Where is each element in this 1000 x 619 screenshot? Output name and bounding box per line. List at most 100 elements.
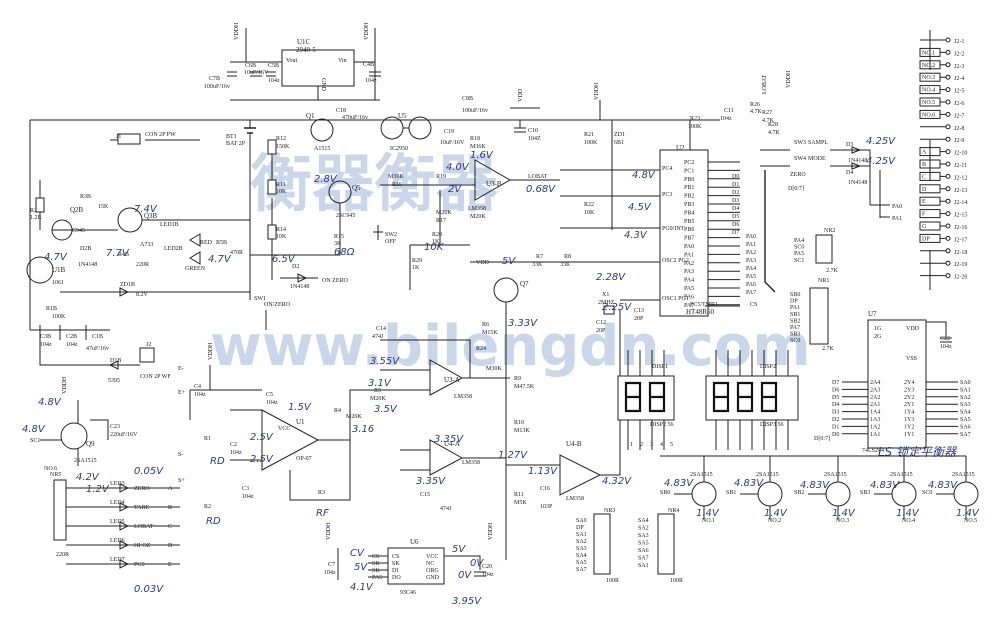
nr3-pin-label: DP: [576, 525, 584, 531]
svg-text:33K: 33K: [560, 262, 571, 268]
pa-bus-label: PA5: [746, 274, 756, 280]
u1c-regulator: U1C 2940-5 Vout Vin GND: [281, 38, 355, 92]
d-bus-label: D5: [732, 214, 739, 220]
svg-text:C13: C13: [634, 308, 644, 314]
voltage-annotation: 3.35V: [434, 434, 464, 445]
u6-pin-right: GND: [426, 575, 440, 581]
svg-text:U1C: U1C: [297, 38, 311, 46]
j2-pin-label: J2-12: [954, 175, 967, 181]
svg-text:1N4148: 1N4148: [78, 262, 97, 268]
svg-text:R1: R1: [204, 436, 211, 442]
u2-pin-label: PA7: [684, 303, 694, 309]
display-pin-number: 1: [630, 442, 633, 448]
svg-text:C3: C3: [242, 486, 249, 492]
j2-net-label: C: [922, 174, 926, 180]
svg-text:C7B: C7B: [209, 76, 220, 82]
voltage-annotation: 0.68V: [526, 184, 556, 195]
voltage-annotation: 1.13V: [528, 466, 558, 477]
svg-text:104z: 104z: [66, 342, 78, 348]
u7-out-pin: 2Y2: [904, 395, 914, 401]
voltage-annotation: 0V: [470, 558, 484, 569]
driver-net: SB3: [860, 490, 870, 496]
svg-text:CS: CS: [750, 302, 757, 308]
pa-output-label: PA0: [892, 204, 902, 210]
u7-sa-label: SA4: [960, 410, 971, 416]
j2-net-label: B: [922, 162, 926, 168]
u2-pin-label: PB7: [684, 236, 694, 242]
svg-text:U6: U6: [410, 538, 419, 546]
svg-text:ON ZERO: ON ZERO: [322, 278, 348, 284]
svg-text:NR3: NR3: [604, 508, 615, 514]
svg-text:C11: C11: [724, 108, 734, 114]
voltage-annotation: 2.5V: [250, 454, 274, 465]
nr1-pin-label: SC0: [790, 338, 800, 344]
d-bus-label: D2: [732, 190, 739, 196]
voltage-annotation: 4.25V: [866, 136, 896, 147]
voltage-annotation: 4.8V: [22, 424, 46, 435]
pa-bus-label: PA2: [746, 250, 756, 256]
watermark-url: www.bilengdn.com: [210, 314, 811, 379]
u7-in-pin: 2A1: [870, 402, 880, 408]
svg-text:IC2950: IC2950: [390, 146, 408, 152]
voltage-annotation: 6.5V: [272, 254, 296, 265]
svg-text:VDDH: VDDH: [364, 22, 370, 40]
u6-pin-right: ORG: [426, 568, 439, 574]
svg-text:OFF: OFF: [385, 239, 397, 245]
j2-net-label: D: [922, 187, 927, 193]
voltage-annotation: 0.03V: [134, 584, 164, 595]
u7-sa-label: SA3: [960, 402, 971, 408]
nr4-pin-label: SA5: [638, 541, 649, 547]
display-disp2: DISP2 DISP3 56: [705, 364, 799, 428]
voltage-annotation: 1.6V: [470, 150, 494, 161]
u6-net-label: CS: [372, 554, 379, 560]
svg-text:104z: 104z: [268, 78, 280, 84]
svg-text:OSC2 PG2: OSC2 PG2: [662, 258, 689, 264]
svg-text:R6: R6: [482, 322, 489, 328]
u7-in-pin: 2A4: [870, 380, 880, 386]
j2-net-label: NO.4: [922, 88, 935, 94]
svg-text:R5B: R5B: [216, 240, 227, 246]
u7-sa-label: SA6: [960, 424, 971, 430]
voltage-annotation: 7.4V: [134, 204, 158, 215]
u7-d-label: D4: [832, 402, 839, 408]
u6-net-label: PA5: [372, 575, 382, 581]
svg-text:C8B: C8B: [462, 96, 473, 102]
driver-no: NO.1: [702, 518, 715, 524]
nr3-pin-label: SA7: [576, 567, 587, 573]
svg-text:10K: 10K: [276, 189, 287, 195]
voltage-annotation: 3.55V: [370, 356, 400, 367]
voltage-annotation: 4.2V: [76, 472, 100, 483]
voltage-annotation: 4.0V: [446, 162, 470, 173]
u7-sa-label: SA0: [960, 380, 971, 386]
svg-text:VDD: VDD: [906, 326, 920, 332]
u7-out-pin: 1Y4: [904, 410, 914, 416]
svg-text:OSC1 PG1: OSC1 PG1: [662, 296, 689, 302]
voltage-annotation: 1.4V: [696, 508, 720, 519]
driver-part: 2SA1515: [756, 472, 779, 478]
u7-out-pin: 2Y4: [904, 380, 914, 386]
u1-opamp: U1 OP-07 VCC: [261, 409, 320, 471]
j2-pin-label: J2-8: [954, 126, 964, 132]
svg-text:104z: 104z: [266, 400, 278, 406]
nr2-pin-label: SC0: [794, 245, 804, 251]
svg-text:R20: R20: [432, 232, 442, 238]
led-name: LED4: [110, 500, 125, 506]
svg-text:5395: 5395: [108, 378, 120, 384]
u2-pin-label: PA3: [684, 269, 694, 275]
u2-pin-label: PA5: [684, 286, 694, 292]
svg-text:100K: 100K: [52, 314, 66, 320]
svg-text:33K: 33K: [532, 262, 543, 268]
u7-d-label: D1: [832, 424, 839, 430]
svg-text:R15: R15: [334, 234, 344, 240]
driver-part: 2SA1515: [824, 472, 847, 478]
u6-pin-left: CS: [392, 554, 399, 560]
svg-text:SW4: SW4: [794, 156, 806, 162]
voltage-annotation: 0.05V: [134, 466, 164, 477]
svg-text:R28: R28: [768, 122, 778, 128]
svg-text:MODE: MODE: [808, 156, 826, 162]
u6-pin-right: NC: [426, 561, 434, 567]
svg-text:NR2: NR2: [824, 228, 835, 234]
